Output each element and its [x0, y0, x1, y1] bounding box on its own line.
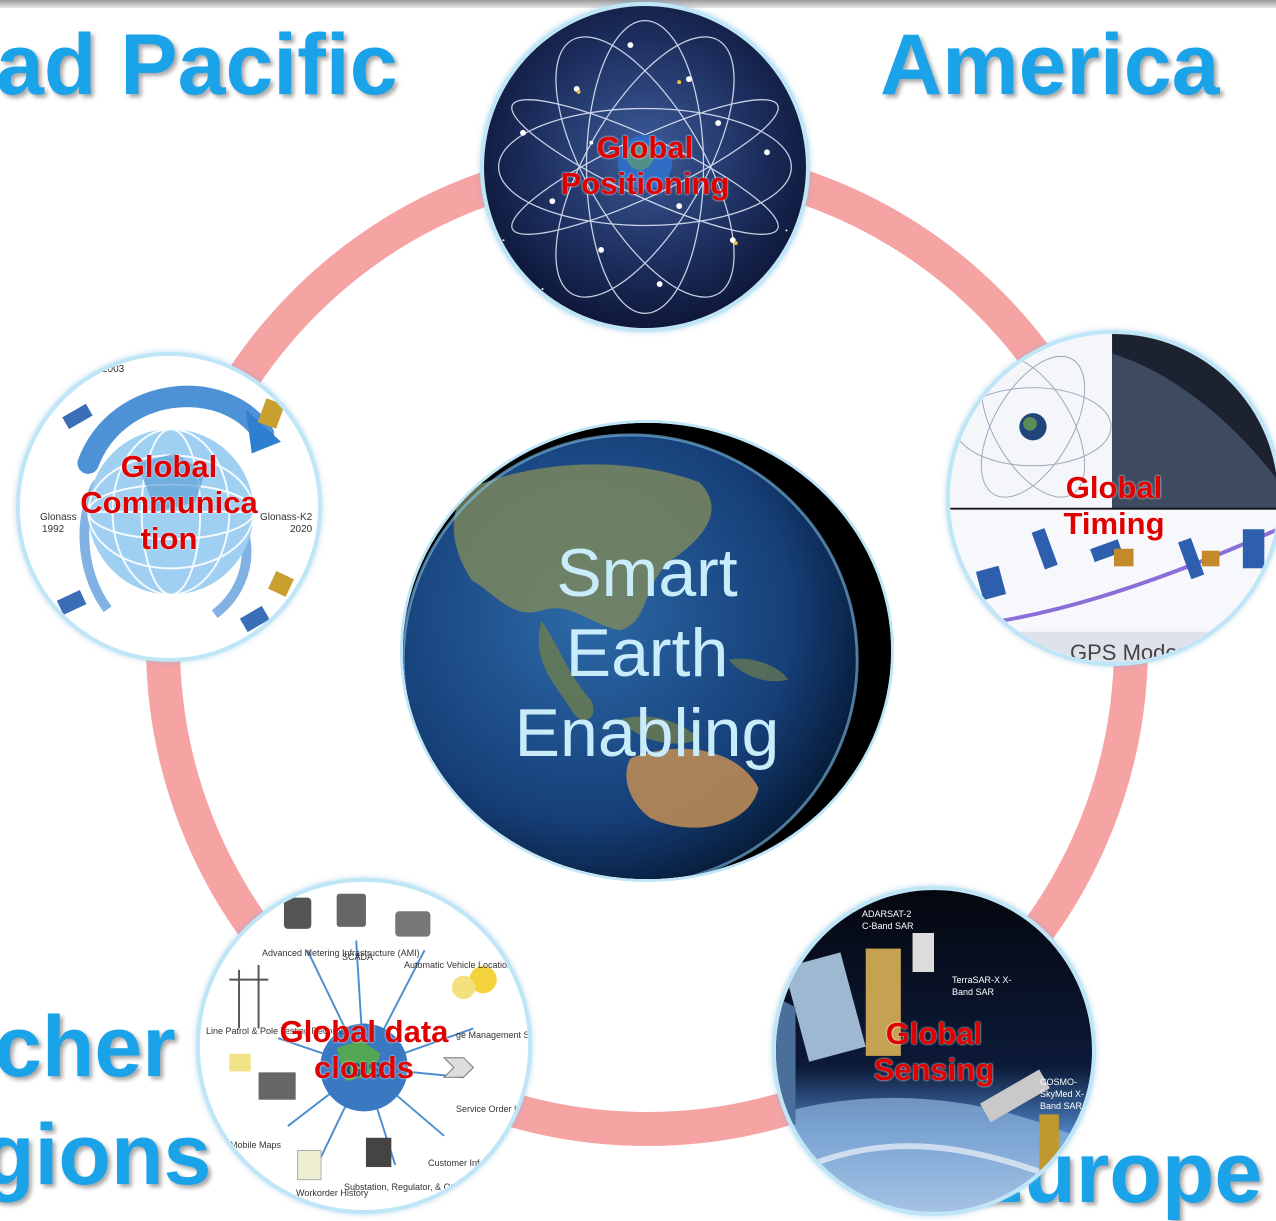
gis-item-ami: Advanced Metering Infrastructure (AMI) — [262, 948, 420, 958]
glonass-k2-label: Glonass-K2 — [260, 512, 313, 523]
center-title-line1: Smart — [556, 535, 738, 611]
gps-timing-image — [950, 334, 1276, 662]
node-global-timing-line1: Global — [1065, 470, 1163, 505]
satellite-orbits-image — [484, 6, 806, 328]
gis-cloud-diagram-image: GIS — [200, 882, 528, 1210]
gis-item-scada: SCADA — [342, 952, 374, 962]
center-title-line3: Enabling — [514, 695, 780, 771]
glonass-year-2020: 2020 — [290, 524, 313, 535]
sat-label-cosmo: COSMO-SkyMed X-Band SAR — [1040, 1077, 1085, 1111]
gis-item-substation: Substation, Regulator, & Other Records — [344, 1182, 503, 1192]
glonass-label-left: Glonass — [40, 512, 77, 523]
node-global-timing-line2: Timing — [1063, 506, 1165, 541]
node-global-data-clouds: GIS Advanced Metering Infrastructure (AM… — [196, 878, 532, 1214]
region-other-line1-label: cher — [0, 999, 176, 1095]
node-global-data-clouds-line1: Global data — [279, 1014, 449, 1049]
node-global-sensing: ADARSAT-2 C-Band SAR TerraSAR-X X-Band S… — [772, 886, 1096, 1216]
glonass-globe-image — [20, 356, 318, 658]
region-america-label: America — [880, 17, 1220, 113]
node-global-sensing-label: Global Sensing — [776, 1016, 1092, 1088]
sat-label-radarsat: ADARSAT-2 C-Band SAR — [862, 909, 914, 931]
node-global-data-clouds-label: Global data clouds — [200, 1014, 528, 1086]
node-global-positioning: Global Positioning — [480, 2, 810, 332]
center-title: Smart Earth Enabling — [403, 533, 891, 773]
node-global-timing-label: Global Timing — [950, 470, 1276, 542]
gps-modernization-caption: GPS Modernizatio — [1070, 640, 1249, 665]
region-other-line2-label: gions — [0, 1107, 212, 1203]
earth-globe-image — [403, 423, 891, 879]
node-global-timing: GPS Modernizatio Global Timing — [946, 330, 1276, 666]
node-global-communication-line2: Communica — [80, 485, 258, 520]
svg-text:GIS: GIS — [346, 1058, 383, 1082]
gis-item-mobile-maps: Mobile Maps — [230, 1140, 282, 1150]
gis-item-avl: Automatic Vehicle Location (AVL) — [404, 960, 532, 970]
gis-item-customer-info: Customer Inform System (C — [428, 1158, 532, 1168]
sat-label-terrasar: TerraSAR-X X-Band SAR — [952, 975, 1012, 997]
node-global-data-clouds-line2: clouds — [314, 1050, 414, 1085]
gis-item-line-patrol: Line Patrol & Pole Testing Records — [206, 1026, 345, 1036]
glonass-year-2011: 2011 — [240, 364, 262, 375]
node-global-communication-line3: tion — [140, 521, 198, 556]
node-global-positioning-line2: Positioning — [560, 166, 730, 201]
node-global-sensing-line1: Global — [885, 1016, 983, 1051]
center-smart-earth: Smart Earth Enabling — [400, 420, 894, 882]
sar-satellites-image — [776, 890, 1092, 1212]
node-global-communication-line1: Global — [120, 449, 218, 484]
node-global-positioning-line1: Global — [596, 130, 694, 165]
node-global-positioning-label: Global Positioning — [484, 130, 806, 202]
glonass-year-2003: 2003 — [102, 364, 125, 375]
center-title-line2: Earth — [565, 615, 729, 691]
node-global-sensing-line2: Sensing — [873, 1052, 995, 1087]
gis-item-service-order: Service Order History — [456, 1104, 530, 1114]
glonass-year-1992: 1992 — [42, 524, 65, 535]
node-global-communication-label: Global Communica tion — [20, 449, 318, 557]
region-asia-pacific-label: ad Pacific — [0, 17, 398, 113]
node-global-communication: 2003 2011 Glonass 1992 Glonass-K2 2020 G… — [16, 352, 322, 662]
gis-item-workorder: Workorder History — [296, 1188, 369, 1198]
gis-item-oms: ge Management System (OMS) — [456, 1030, 530, 1040]
